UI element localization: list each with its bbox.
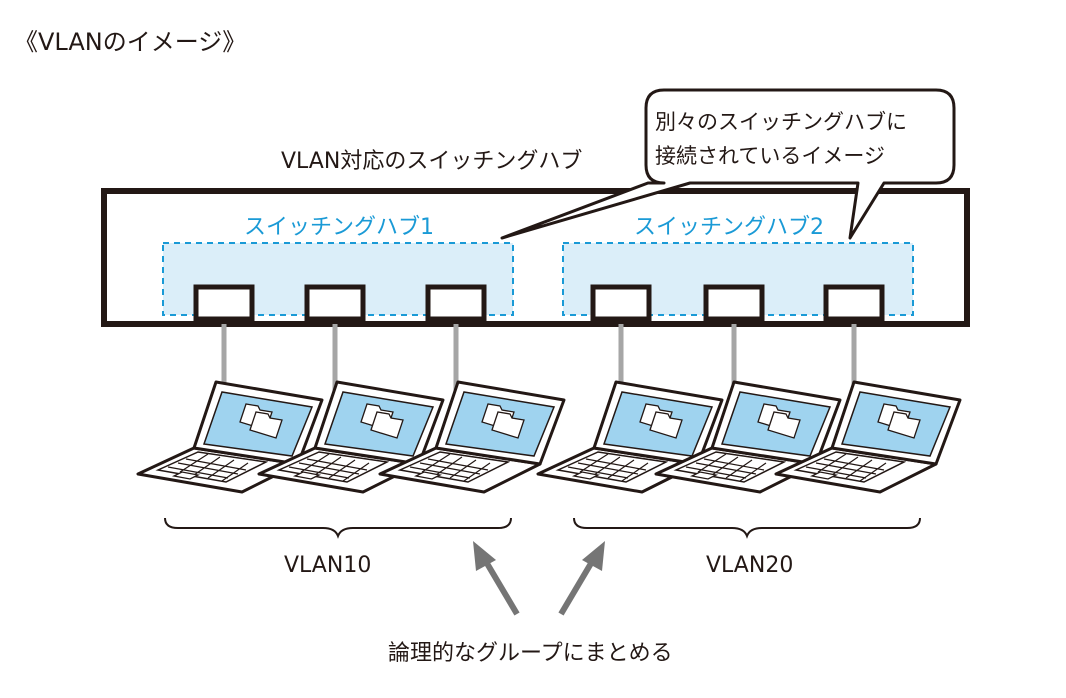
cables [221, 324, 857, 393]
callout-line-1: 別々のスイッチングハブに [655, 110, 907, 134]
vlan10-label: VLAN10 [284, 553, 371, 578]
vlan-switch-body [101, 188, 970, 327]
switch-port [193, 284, 255, 322]
diagram-title: 《VLANのイメージ》 [14, 28, 246, 56]
switch-label: VLAN対応のスイッチングハブ [281, 149, 582, 174]
callout-line-2: 接続されているイメージ [655, 144, 885, 168]
switch-ports [193, 284, 885, 322]
hub-1-label: スイッチングハブ1 [244, 215, 434, 240]
laptops [136, 380, 962, 494]
callout-bubble [500, 88, 956, 240]
switch-port [590, 284, 652, 322]
arrow-icon [558, 558, 596, 616]
switch-port [823, 284, 885, 322]
switch-port [703, 284, 765, 322]
arrow-head [473, 541, 496, 571]
hub-2-label: スイッチングハブ2 [634, 215, 824, 240]
arrow-icon [482, 558, 520, 616]
vlan20-label: VLAN20 [706, 553, 793, 578]
arrows [473, 541, 605, 616]
bottom-label: 論理的なグループにまとめる [388, 641, 673, 666]
vlan10-brace [164, 517, 512, 539]
switch-port [304, 284, 366, 322]
vlan20-brace [573, 517, 921, 539]
switch-port [425, 284, 487, 322]
arrow-head [582, 541, 605, 571]
